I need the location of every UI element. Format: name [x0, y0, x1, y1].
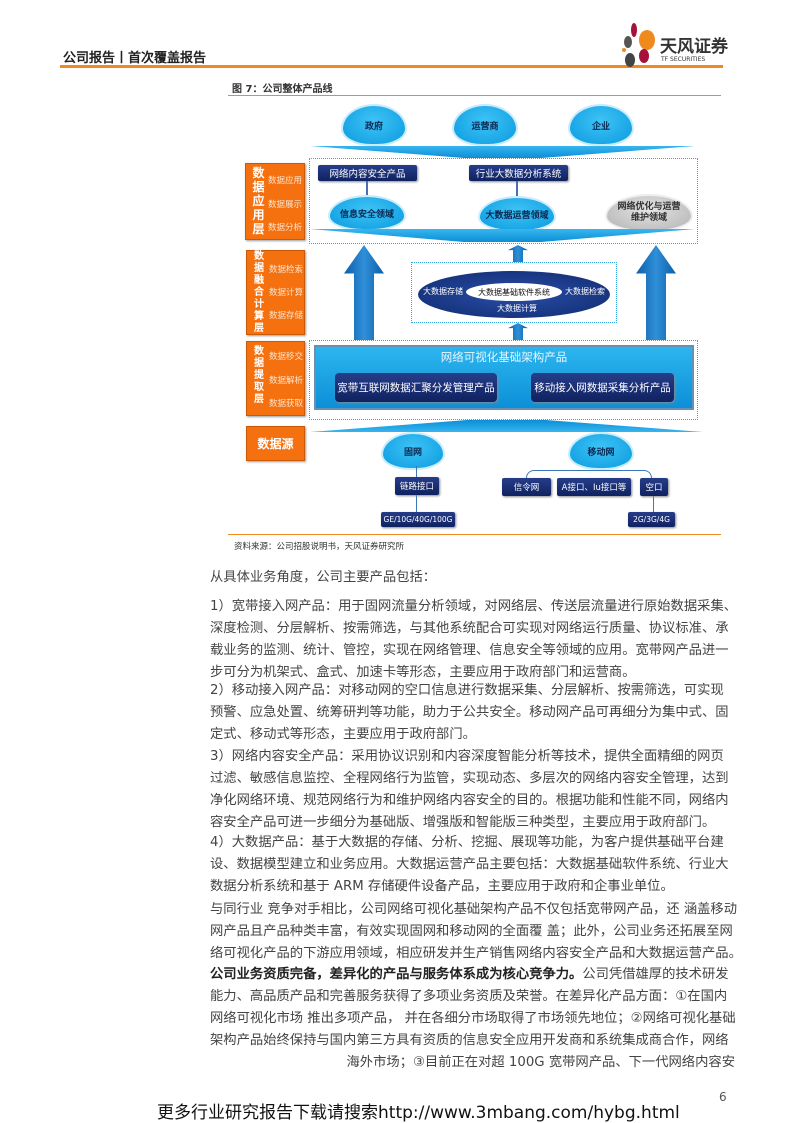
report-header-title: 公司报告丨首次覆盖报告 [63, 51, 207, 66]
customer-cloud: 运营商 [454, 106, 516, 144]
layer-item: 数据应用 [268, 176, 303, 186]
layer-name: 数据融合计算层 [254, 251, 264, 334]
layer-item: 数据检索 [269, 265, 304, 275]
layer-name: 数据提取层 [254, 346, 264, 405]
domain-cloud: 网络优化与运营维护领域 [607, 196, 691, 230]
up-arrow-icon [636, 245, 676, 340]
text-line: 1）宽带接入网产品：用于固网流量分析领域，对网络层、传送层流量进行原始数据采集、 [210, 599, 738, 614]
bold-lead: 公司业务资质完备，差异化的产品与服务体系成为核心竞争力。 [210, 967, 583, 982]
text-line: 预警、应急处置、统筹研判等功能，助力于公共安全。移动网产品可再细分为集中式、固 [210, 705, 729, 720]
intro-paragraph: 从具体业务角度，公司主要产品包括： [210, 570, 437, 585]
text-line: 净化网络环境、规范网络行为和维护网络内容安全的目的。根据功能和性能不同，网络内 [210, 793, 729, 808]
layer-source: 数据源 [246, 426, 305, 461]
header-divider [60, 65, 723, 68]
infra-product: 移动接入网数据采集分析产品 [531, 373, 674, 402]
text-line: 容安全产品可进一步细分为基础版、增强版和智能版三种类型，主要应用于政府部门。 [210, 815, 716, 830]
up-arrow-icon [344, 245, 384, 340]
paragraph-broadband: 1）宽带接入网产品：用于固网流量分析领域，对网络层、传送层流量进行原始数据采集、… [210, 596, 737, 684]
text-line: 4）大数据产品：基于大数据的存储、分析、挖掘、展现等功能，为客户提供基础平台建 [210, 835, 724, 850]
infra-product: 宽带互联网数据汇聚分发管理产品 [335, 373, 497, 402]
layer-name: 数据应用层 [252, 166, 265, 236]
bigdata-core: 大数据基础软件系统 [466, 283, 562, 301]
layer-item: 数据移交 [269, 352, 304, 362]
fixed-network-cloud: 固网 [383, 434, 443, 468]
text-line: 网产品且产品种类丰富，有效实现固网和移动网的全面覆 盖；此外，公司业务还拓展至网 [210, 924, 733, 939]
connector [366, 181, 368, 197]
bigdata-box [411, 262, 617, 323]
layer-item: 数据分析 [268, 223, 303, 233]
bigdata-search: 大数据检索 [565, 287, 605, 296]
text-line: 步可分为机架式、盒式、加速卡等形态，主要应用于政府部门和运营商。 [210, 665, 636, 680]
app-layer-box [309, 158, 698, 244]
app-product: 网络内容安全产品 [318, 165, 417, 181]
logo-petals-icon [622, 23, 655, 67]
text-line: 3）网络内容安全产品：采用协议识别和内容深度智能分析等技术，提供全面精细的网页 [210, 749, 724, 764]
paragraph-competition: 与同行业 竞争对手相比，公司网络可视化基础架构产品不仅包括宽带网产品，还 涵盖移… [210, 899, 742, 965]
text-line: 定式、移动式等形态，主要应用于政府部门。 [210, 727, 476, 742]
text-line: 公司凭借雄厚的技术研发 [582, 967, 729, 982]
layer-extract: 数据提取层 数据移交 数据解析 数据获取 [246, 341, 305, 416]
figure-bottom-divider [228, 534, 721, 535]
paragraph-qualification: 公司业务资质完备，差异化的产品与服务体系成为核心竞争力。公司凭借雄厚的技术研发 … [210, 964, 736, 1074]
text-line: 2）移动接入网产品：对移动网的空口信息进行数据采集、分层解析、按需筛选，可实现 [210, 683, 724, 698]
source-band [310, 420, 703, 432]
mobile-interface: A接口、Iu接口等 [557, 478, 631, 496]
customer-band [310, 146, 695, 158]
bigdata-compute: 大数据计算 [497, 304, 537, 313]
infra-layer-box [309, 340, 698, 420]
up-arrow-icon [508, 323, 528, 340]
layer-item: 数据获取 [269, 399, 304, 409]
fixed-interface: 链路接口 [395, 477, 439, 495]
logo-text: 天风证券 [660, 37, 728, 57]
figure-caption: 图 7：公司整体产品线 [232, 84, 333, 95]
text-line: 与同行业 竞争对手相比，公司网络可视化基础架构产品不仅包括宽带网产品，还 涵盖移… [210, 902, 738, 917]
logo-subtext: TF SECURITIES [661, 56, 706, 63]
connector [526, 470, 652, 478]
text-line: 数据分析系统和基于 ARM 存储硬件设备产品，主要应用于政府和企事业单位。 [210, 879, 674, 894]
paragraph-bigdata: 4）大数据产品：基于大数据的存储、分析、挖掘、展现等功能，为客户提供基础平台建 … [210, 832, 729, 898]
domain-cloud: 大数据运营领域 [480, 198, 554, 230]
layer-item: 数据解析 [269, 376, 304, 386]
text-line: 网络可视化市场 推出多项产品， 并在各细分市场取得了市场领先地位；②网络可视化基… [210, 1011, 736, 1026]
layer-item: 数据计算 [269, 288, 304, 298]
connector [653, 495, 654, 513]
text-line: 能力、高品质产品和完善服务获得了多项业务资质及荣誉。在差异化产品方面：①在国内 [210, 989, 728, 1004]
text-line: 络可视化产品的下游应用领域，相应研发并生产销售网络内容安全产品和大数据运营产品。 [210, 946, 742, 961]
bigdata-storage: 大数据存储 [423, 287, 463, 296]
mobile-interface: 空口 [640, 478, 668, 496]
caption-divider [228, 95, 721, 96]
text-line: 过滤、敏感信息监控、全程网络行为监管，实现动态、多层次的网络内容安全管理，达到 [210, 771, 729, 786]
tf-securities-logo: 天风证券 TF SECURITIES [620, 22, 730, 68]
paragraph-content-security: 3）网络内容安全产品：采用协议识别和内容深度智能分析等技术，提供全面精细的网页 … [210, 746, 729, 834]
mobile-generation: 2G/3G/4G [628, 512, 675, 527]
app-product: 行业大数据分析系统 [469, 165, 568, 181]
domain-cloud: 信息安全领域 [330, 197, 404, 229]
infra-title: 网络可视化基础架构产品 [440, 350, 568, 364]
mobile-interface: 信令网 [502, 478, 551, 496]
layer-item: 数据存储 [269, 311, 304, 321]
text-line: 深度检测、分层解析、按需筛选，与其他系统配合可实现对网络运行质量、协议标准、承 [210, 621, 729, 636]
source-note: 资料来源：公司招股说明书，天风证券研究所 [234, 542, 405, 552]
up-arrow-icon [508, 245, 528, 262]
text-line: 载业务的监测、统计、管控，实现在网络管理、信息安全等领域的应用。宽带网产品进一 [210, 643, 729, 658]
customer-cloud: 政府 [343, 106, 405, 144]
layer-item: 数据展示 [268, 200, 303, 210]
layer-compute: 数据融合计算层 数据检索 数据计算 数据存储 [246, 250, 305, 335]
mobile-network-cloud: 移动网 [570, 434, 632, 468]
fixed-speed: GE/10G/40G/100G [381, 512, 455, 527]
text-line: 设、数据模型建立和业务应用。大数据运营产品主要包括：大数据基础软件系统、行业大 [210, 857, 729, 872]
customer-cloud: 企业 [570, 106, 632, 144]
paragraph-mobile: 2）移动接入网产品：对移动网的空口信息进行数据采集、分层解析、按需筛选，可实现 … [210, 680, 729, 746]
connector [516, 181, 518, 197]
page-number: 6 [719, 1090, 727, 1104]
text-line: 海外市场；③目前正在对超 100G 宽带网产品、下一代网络内容安 [346, 1055, 735, 1070]
text-line: 架构产品始终保持与国内第三方具有资质的信息安全应用开发商和系统集成商合作，网络 [210, 1033, 729, 1048]
layer-app: 数据应用层 数据应用 数据展示 数据分析 [245, 163, 305, 240]
watermark-link[interactable]: 更多行业研究报告下载请搜索http://www.3mbang.com/hybg.… [157, 1103, 680, 1123]
